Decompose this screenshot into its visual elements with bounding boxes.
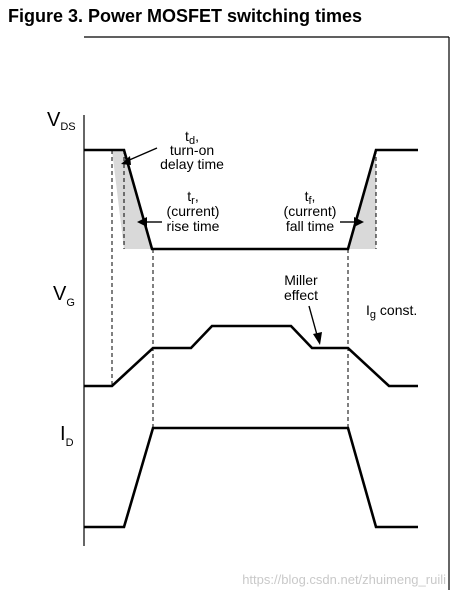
- td-line3: delay time: [160, 156, 224, 172]
- id-label: ID: [60, 423, 74, 449]
- td-pointer-line: [126, 147, 158, 162]
- vds-label: VDS: [47, 109, 76, 133]
- tf-arrowhead: [354, 217, 364, 227]
- tf-line2: (current): [284, 203, 337, 219]
- miller-line1: Miller: [284, 272, 318, 288]
- vg-label: VG: [53, 283, 75, 309]
- td-label: td,: [185, 128, 199, 147]
- ig-const-label: Ig const.: [366, 302, 417, 321]
- td-arrowhead: [121, 156, 131, 165]
- miller-line2: effect: [284, 287, 318, 303]
- td-line2: turn-on: [170, 142, 214, 158]
- figure-title: Figure 3. Power MOSFET switching times: [8, 6, 362, 26]
- tr-line2: (current): [167, 203, 220, 219]
- tr-label: tr,: [187, 188, 198, 207]
- tr-arrowhead: [137, 217, 147, 227]
- turn-on-delay-shade: [112, 150, 152, 249]
- miller-arrowhead: [313, 332, 322, 345]
- vg-waveform: [84, 324, 418, 388]
- tf-label: tf,: [305, 188, 316, 207]
- watermark: https://blog.csdn.net/zhuimeng_ruili: [242, 572, 446, 587]
- miller-pointer-line: [308, 305, 318, 336]
- tf-line3: fall time: [286, 218, 334, 234]
- vds-waveform: [84, 148, 418, 251]
- tr-line3: rise time: [167, 218, 220, 234]
- id-waveform: [84, 426, 418, 529]
